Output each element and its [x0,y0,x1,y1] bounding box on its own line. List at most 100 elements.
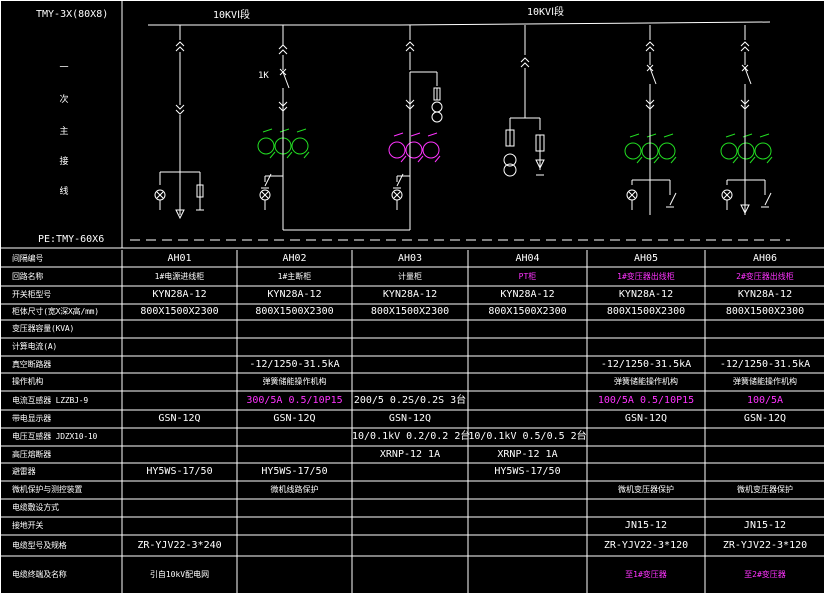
arrester-symbol [175,209,185,220]
row-label: 避雷器 [12,467,36,476]
table-cell: 10/0.1kV 0.5/0.5 2台 [468,431,587,442]
ct-tick [269,151,276,159]
table-cell: AH03 [397,252,423,264]
plug-symbol [520,62,530,68]
plug-symbol [278,101,288,107]
table-cell: AH04 [515,252,540,264]
table-cell: -12/1250-31.5kA [719,358,811,370]
ct-tick [725,133,736,138]
table-cell: 800X1500X2300 [606,306,686,317]
ct-tick [427,132,438,137]
ct-tick [410,132,421,137]
plug-symbol [278,49,288,55]
row-label: 回路名称 [12,271,44,281]
pe-spec-label: PE:TMY-60X6 [38,234,105,245]
table-cell: KYN28A-12 [500,289,555,300]
table-cell: 2#变压器出线柜 [736,271,794,281]
vertical-title-char: 次 [59,95,69,105]
table-cell: AH06 [752,252,778,264]
row-label: 操作机构 [12,377,44,386]
ct-tick [286,151,293,159]
row-label: 电流互感器 LZZBJ-9 [12,395,88,405]
earth-switch [264,173,272,187]
ct-symbol [388,141,406,159]
table-cell: AH01 [167,252,192,264]
ct-symbol [754,142,772,160]
row-label: 真空断路器 [12,359,51,369]
table-cell: GSN-12Q [158,413,201,424]
plug-symbol [740,41,750,47]
vertical-title-char: 一 [59,63,69,73]
ct-tick [629,133,640,138]
ct-tick [732,156,739,164]
ct-tick [636,156,643,164]
row-label: 高压熔断器 [12,449,51,459]
earth-switch [764,192,772,206]
table-cell: 10/0.1kV 0.2/0.2 2台 [352,431,471,442]
row-label: 电压互感器 JDZX10-10 [12,432,98,441]
table-cell: 微机线路保护 [270,485,319,494]
ct-tick [742,133,753,138]
lamp-x [723,191,731,199]
table-cell: 计量柜 [398,271,422,281]
table-cell: XRNP-12 1A [379,448,441,460]
table-cell: HY5WS-17/50 [261,466,328,477]
row-label: 间隔编号 [12,253,44,263]
ct-tick [646,133,657,138]
pt-symbol [431,101,443,113]
ct-tick [766,156,773,164]
vertical-title-char: 线 [59,187,69,197]
bus-section-label: 10KVⅠ段 [213,10,251,21]
ct-tick [759,133,770,138]
table-cell: 800X1500X2300 [370,306,450,317]
ct-symbol [405,141,423,159]
breaker-cross [279,68,287,76]
row-label: 电缆终端及名称 [12,570,67,579]
ct-tick [393,132,404,137]
row-label: 变压器容量(KVA) [12,324,75,333]
plug-symbol [405,41,415,47]
earth-switch [396,173,404,187]
table-cell: GSN-12Q [624,413,668,424]
table-cell: ZR-YJV22-3*120 [603,539,689,551]
table-cell: 微机变压器保护 [618,485,674,494]
table-cell: KYN28A-12 [618,289,674,300]
table-cell: 800X1500X2300 [140,306,219,317]
pt-symbol [503,153,517,167]
table-cell: GSN-12Q [743,413,787,424]
table-cell: AH02 [282,252,307,264]
table-cell: -12/1250-31.5kA [600,358,692,370]
ct-symbol [737,142,755,160]
ct-symbol [658,142,676,160]
ct-symbol [291,137,309,155]
ct-symbol [257,137,275,155]
table-cell: KYN28A-12 [737,289,793,300]
breaker-cross [646,64,654,72]
plug-symbol [645,99,655,105]
ct-tick [262,128,273,133]
plug-symbol [278,44,288,50]
vertical-title-char: 主 [59,127,69,137]
plug-symbol [740,99,750,105]
plug-symbol [175,109,185,115]
table-cell: JN15-12 [743,520,787,531]
table-cell: KYN28A-12 [152,289,207,300]
ct-symbol [624,142,642,160]
lamp-x [393,191,401,199]
busbar-spec-label: TMY-3X(80X8) [36,9,109,20]
plug-symbol [175,41,185,47]
table-cell: XRNP-12 1A [497,448,558,460]
lamp-x [156,191,164,199]
table-cell: GSN-12Q [273,413,316,424]
row-label: 微机保护与测控装置 [12,485,83,494]
table-cell: GSN-12Q [388,413,432,424]
plug-symbol [740,104,750,110]
plug-symbol [175,104,185,110]
plug-symbol [405,104,415,110]
table-cell: 800X1500X2300 [488,306,567,317]
pt-symbol [503,163,517,177]
plug-symbol [278,106,288,112]
row-label: 接地开关 [12,521,44,530]
